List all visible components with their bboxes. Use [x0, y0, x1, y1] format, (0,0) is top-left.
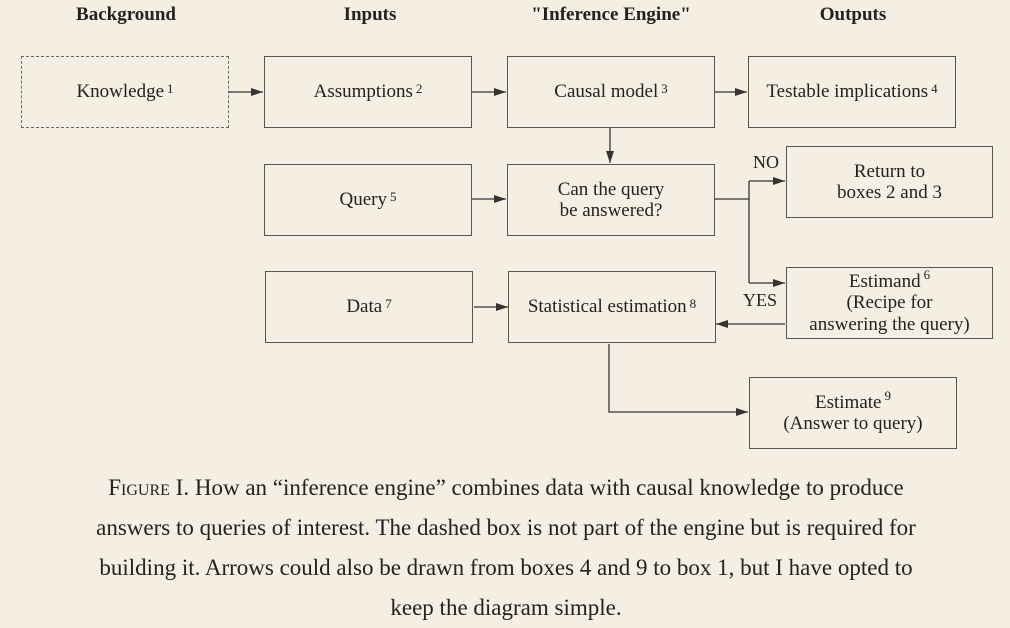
query-label: Query	[339, 189, 387, 211]
estimand-line2: (Recipe for	[846, 292, 933, 314]
estimand-number: 6	[923, 267, 931, 283]
branch-line	[714, 198, 750, 283]
query-number: 5	[389, 188, 397, 204]
figure-caption: Figure I. How an “inference engine” comb…	[88, 468, 924, 628]
assumptions-label: Assumptions	[313, 81, 413, 103]
header-inputs: Inputs	[343, 4, 397, 25]
can-answer-line1: Can the query	[557, 178, 665, 200]
caption-text: How an “inference engine” combines data …	[96, 475, 916, 620]
estimand-label: Estimand	[848, 271, 921, 293]
knowledge-label: Knowledge	[76, 81, 165, 103]
return-line2: boxes 2 and 3	[836, 182, 942, 203]
box-return-to: Return to boxes 2 and 3	[786, 146, 993, 218]
data-label: Data	[346, 296, 383, 318]
causal-model-number: 3	[661, 80, 668, 96]
label-yes: YES	[743, 290, 778, 310]
estimate-label: Estimate	[815, 391, 882, 413]
box-can-answer: Can the query be answered?	[507, 164, 715, 236]
estimate-number: 9	[884, 387, 891, 403]
header-outputs: Outputs	[819, 4, 887, 25]
testable-number: 4	[931, 80, 938, 96]
caption-prefix: Figure I.	[108, 475, 190, 500]
arrow-stat-to-estimate	[608, 344, 748, 416]
can-answer-line2: be answered?	[559, 200, 663, 221]
knowledge-number: 1	[167, 80, 174, 96]
causal-model-label: Causal model	[554, 81, 659, 103]
return-line1: Return to	[853, 160, 926, 182]
estimand-line3: answering the query)	[809, 313, 970, 335]
testable-label: Testable implications	[766, 81, 929, 103]
stat-est-number: 8	[689, 295, 697, 311]
assumptions-number: 2	[415, 80, 423, 96]
label-no: NO	[753, 152, 779, 172]
estimate-line2: (Answer to query)	[783, 413, 923, 434]
data-number: 7	[385, 295, 392, 311]
stat-est-label: Statistical estimation	[527, 296, 687, 318]
header-background: Background	[76, 4, 176, 25]
header-engine: "Inference Engine"	[531, 4, 691, 25]
